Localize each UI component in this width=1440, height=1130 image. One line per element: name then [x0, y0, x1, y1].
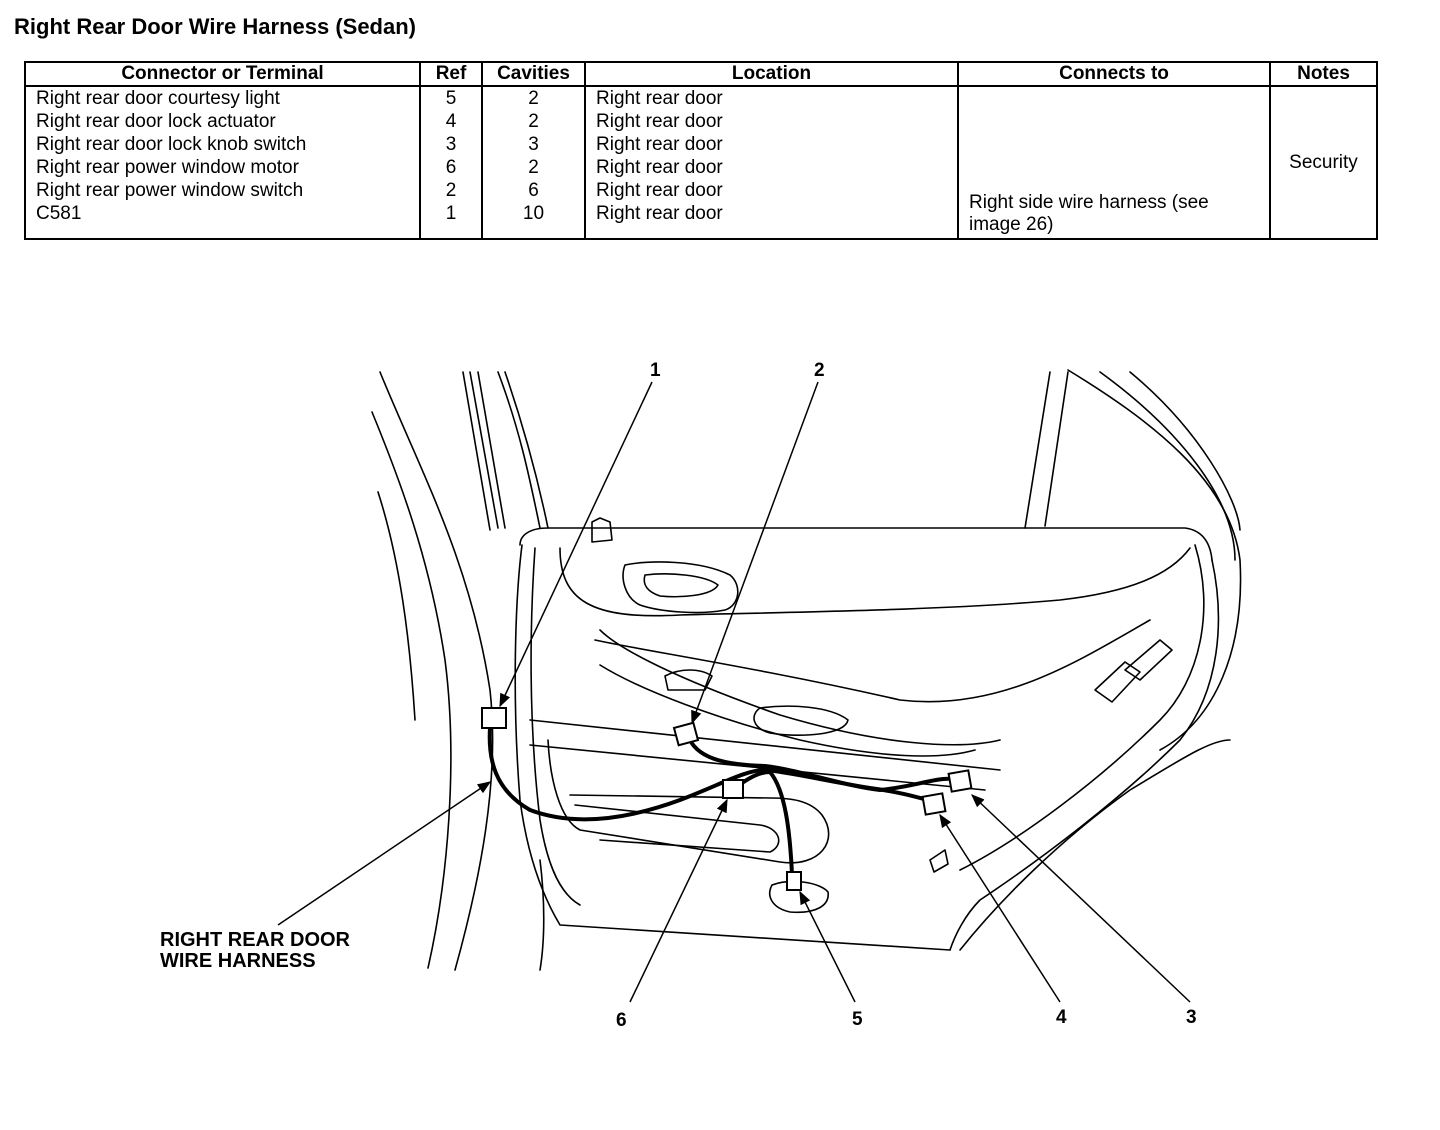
callout-5: 5 — [852, 1009, 863, 1030]
header-ref: Ref — [419, 62, 482, 87]
cavities-cell: 2 — [481, 86, 585, 110]
cavities-cell: 3 — [481, 133, 585, 156]
location-cell: Right rear door — [584, 110, 958, 133]
cavities-cell: 10 — [481, 202, 585, 239]
callout-6: 6 — [616, 1010, 627, 1031]
table-header-row: Connector or Terminal Ref Cavities Locat… — [25, 62, 1377, 87]
table-row: Right rear door lock knob switch 3 3 Rig… — [25, 133, 1377, 156]
header-connector: Connector or Terminal — [25, 62, 420, 87]
leader-lines — [277, 381, 1191, 1003]
connector-cell: Right rear power window switch — [36, 180, 304, 201]
callout-3: 3 — [1186, 1007, 1197, 1028]
wire-harness — [487, 726, 962, 877]
connector-cell: Right rear power window motor — [36, 157, 299, 178]
location-cell: Right rear door — [584, 86, 958, 110]
table-row: Right rear power window switch 2 6 Right… — [25, 179, 1377, 202]
table-row: C581 1 10 Right rear door — [25, 202, 1377, 239]
location-cell: Right rear door — [584, 202, 958, 239]
connects-to-cell: Right side wire harness (see image 26) — [957, 86, 1270, 239]
connector-4-icon — [921, 792, 947, 816]
table-row: Right rear door lock actuator 4 2 Right … — [25, 110, 1377, 133]
ref-cell: 5 — [419, 86, 482, 110]
ref-cell: 3 — [419, 133, 482, 156]
cavities-cell: 2 — [481, 110, 585, 133]
harness-label-line1: RIGHT REAR DOOR — [160, 929, 351, 951]
connector-cell: Right rear door lock actuator — [36, 111, 276, 132]
connector-cell: Right rear door courtesy light — [36, 88, 280, 109]
ref-cell: 2 — [419, 179, 482, 202]
callout-4: 4 — [1056, 1007, 1067, 1028]
table-row: Right rear power window motor 6 2 Right … — [25, 156, 1377, 179]
ref-cell: 4 — [419, 110, 482, 133]
table-row: Right rear door courtesy light 5 2 Right… — [25, 86, 1377, 239]
callout-2: 2 — [814, 360, 825, 381]
connector-cell: C581 — [36, 203, 82, 224]
notes-cell: Security — [1269, 86, 1377, 239]
connector-table: Connector or Terminal Ref Cavities Locat… — [24, 61, 1378, 240]
connector-cell: Right rear door lock knob switch — [36, 134, 307, 155]
ref-cell: 6 — [419, 156, 482, 179]
location-cell: Right rear door — [584, 156, 958, 179]
connector-1-icon — [481, 707, 507, 729]
cavities-cell: 2 — [481, 156, 585, 179]
location-cell: Right rear door — [584, 133, 958, 156]
connector-2-icon — [672, 721, 700, 747]
header-connects-to: Connects to — [957, 62, 1270, 87]
cavities-cell: 6 — [481, 179, 585, 202]
harness-label-line2: WIRE HARNESS — [160, 950, 316, 972]
header-notes: Notes — [1269, 62, 1377, 87]
connector-3-icon — [947, 769, 973, 793]
page-title: Right Rear Door Wire Harness (Sedan) — [14, 14, 416, 39]
ref-cell: 1 — [419, 202, 482, 239]
header-location: Location — [584, 62, 958, 87]
connector-5-icon — [786, 871, 802, 891]
header-cavities: Cavities — [481, 62, 585, 87]
location-cell: Right rear door — [584, 179, 958, 202]
door-outline — [371, 369, 1242, 971]
callout-1: 1 — [650, 360, 661, 381]
connector-6-icon — [722, 779, 744, 799]
connectors — [481, 707, 973, 891]
